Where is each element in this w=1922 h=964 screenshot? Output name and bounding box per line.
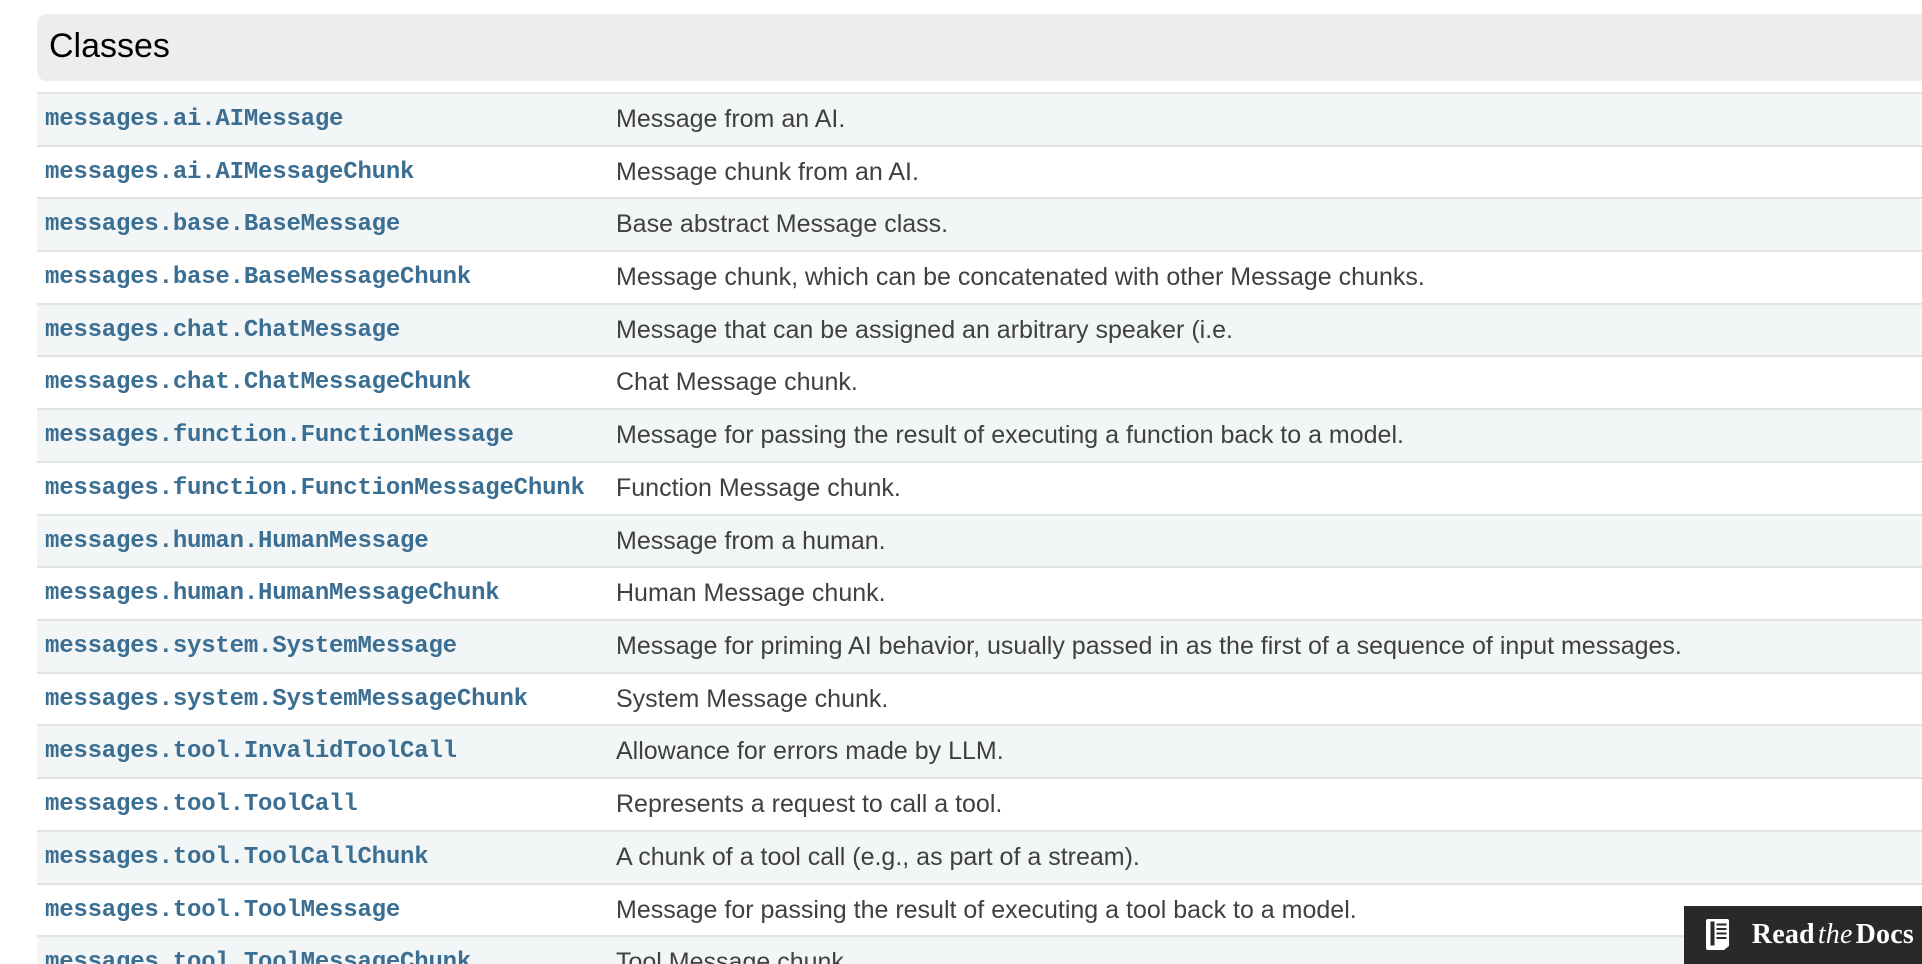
rtd-word-docs: Docs [1855, 919, 1914, 950]
table-row: messages.tool.ToolCall Represents a reque… [37, 778, 1922, 831]
table-cell-class-name: messages.function.FunctionMessageChunk [37, 462, 608, 515]
class-reference-link[interactable]: messages.base.BaseMessage [45, 211, 401, 239]
table-cell-description: Message for priming AI behavior, usually… [608, 620, 1922, 673]
table-cell-description: Message chunk, which can be concatenated… [608, 251, 1922, 304]
table-row: messages.chat.ChatMessage Message that ca… [37, 303, 1922, 357]
table-cell-description: Base abstract Message class. [608, 198, 1922, 251]
table-cell-description: Allowance for errors made by LLM. [608, 725, 1922, 778]
table-cell-description: Message for passing the result of execut… [608, 884, 1922, 937]
class-description-text: Tool Message chunk. [616, 948, 851, 964]
class-description-text: Allowance for errors made by LLM. [616, 737, 1004, 766]
table-row: messages.base.BaseMessage Base abstract M… [37, 198, 1922, 251]
rtd-word-the: the [1817, 919, 1853, 950]
table-row: messages.function.FunctionMessageChunk Fu… [37, 461, 1922, 515]
class-description-text: Message for passing the result of execut… [616, 895, 1357, 924]
table-cell-class-name: messages.tool.ToolCall [37, 778, 608, 831]
class-reference-link[interactable]: messages.chat.ChatMessage [45, 316, 401, 344]
table-cell-class-name: messages.tool.InvalidToolCall [37, 725, 608, 778]
table-cell-description: Message that can be assigned an arbitrar… [608, 304, 1922, 357]
page-title: Classes [37, 14, 1922, 81]
class-reference-link[interactable]: messages.base.BaseMessageChunk [45, 263, 472, 291]
table-row: messages.chat.ChatMessageChunk Chat Messa… [37, 356, 1922, 410]
class-reference-link[interactable]: messages.system.SystemMessageChunk [45, 685, 528, 713]
table-cell-class-name: messages.tool.ToolMessageChunk [37, 936, 608, 964]
book-icon [1705, 918, 1736, 952]
table-cell-class-name: messages.tool.ToolMessage [37, 884, 608, 937]
table-cell-description: Function Message chunk. [608, 462, 1922, 515]
table-cell-description: System Message chunk. [608, 673, 1922, 726]
class-reference-link[interactable]: messages.tool.ToolMessage [45, 896, 401, 924]
class-reference-link[interactable]: messages.system.SystemMessage [45, 632, 457, 660]
table-cell-class-name: messages.ai.AIMessage [37, 93, 608, 146]
table-cell-class-name: messages.chat.ChatMessage [37, 304, 608, 357]
class-description-text: Message for priming AI behavior, usually… [616, 631, 1682, 660]
table-row: messages.tool.ToolMessage Message for pas… [37, 883, 1922, 937]
table-cell-class-name: messages.ai.AIMessageChunk [37, 146, 608, 199]
table-cell-class-name: messages.human.HumanMessage [37, 515, 608, 568]
class-reference-link[interactable]: messages.human.HumanMessageChunk [45, 580, 500, 608]
class-description-text: Message that can be assigned an arbitrar… [616, 315, 1234, 344]
table-cell-description: Message from an AI. [608, 93, 1922, 146]
class-description-text: Function Message chunk. [616, 473, 901, 502]
class-reference-link[interactable]: messages.function.FunctionMessageChunk [45, 474, 585, 502]
table-row: messages.tool.InvalidToolCall Allowance f… [37, 725, 1922, 779]
table-row: messages.tool.ToolMessageChunk Tool Messa… [37, 936, 1922, 964]
table-cell-description: A chunk of a tool call (e.g., as part of… [608, 831, 1922, 884]
table-cell-class-name: messages.chat.ChatMessageChunk [37, 356, 608, 409]
table-cell-description: Message chunk from an AI. [608, 146, 1922, 199]
table-row: messages.human.HumanMessageChunk Human Me… [37, 567, 1922, 620]
class-reference-link[interactable]: messages.function.FunctionMessage [45, 422, 514, 450]
table-cell-class-name: messages.base.BaseMessageChunk [37, 251, 608, 304]
table-cell-class-name: messages.system.SystemMessageChunk [37, 673, 608, 726]
class-description-text: Message for passing the result of execut… [616, 421, 1404, 450]
table-row: messages.ai.AIMessage Message from an AI. [37, 92, 1922, 146]
table-row: messages.system.SystemMessage Message for… [37, 619, 1922, 673]
rtd-word-read: Read [1751, 919, 1815, 950]
table-row: messages.tool.ToolCallChunk A chunk of a … [37, 830, 1922, 884]
table-cell-class-name: messages.human.HumanMessageChunk [37, 567, 608, 620]
class-description-text: Base abstract Message class. [616, 210, 949, 239]
class-reference-link[interactable]: messages.ai.AIMessageChunk [45, 158, 415, 186]
table-row: messages.function.FunctionMessage Message… [37, 409, 1922, 462]
table-row: messages.base.BaseMessageChunk Message ch… [37, 250, 1922, 304]
class-reference-link[interactable]: messages.tool.ToolCallChunk [45, 843, 429, 871]
table-cell-description: Represents a request to call a tool. [608, 778, 1922, 831]
class-description-text: A chunk of a tool call (e.g., as part of… [616, 842, 1140, 871]
class-reference-link[interactable]: messages.tool.ToolMessageChunk [45, 949, 472, 964]
class-reference-link[interactable]: messages.chat.ChatMessageChunk [45, 369, 472, 397]
class-description-text: Message from an AI. [616, 104, 846, 133]
table-cell-description: Tool Message chunk. [608, 936, 1922, 964]
table-row: messages.system.SystemMessageChunk System… [37, 672, 1922, 726]
table-row: messages.ai.AIMessageChunk Message chunk … [37, 145, 1922, 199]
table-cell-class-name: messages.tool.ToolCallChunk [37, 831, 608, 884]
class-reference-link[interactable]: messages.tool.InvalidToolCall [45, 738, 457, 766]
class-description-text: Message from a human. [616, 526, 886, 555]
class-description-text: Human Message chunk. [616, 579, 886, 608]
table-cell-class-name: messages.base.BaseMessage [37, 198, 608, 251]
class-reference-link[interactable]: messages.tool.ToolCall [45, 791, 358, 819]
table-row: messages.human.HumanMessage Message from … [37, 514, 1922, 568]
class-description-text: Message chunk, which can be concatenated… [616, 262, 1425, 291]
table-cell-description: Message from a human. [608, 515, 1922, 568]
table-cell-description: Chat Message chunk. [608, 356, 1922, 409]
table-cell-class-name: messages.system.SystemMessage [37, 620, 608, 673]
class-reference-link[interactable]: messages.human.HumanMessage [45, 527, 429, 555]
class-description-text: Represents a request to call a tool. [616, 790, 1003, 819]
class-description-text: Message chunk from an AI. [616, 157, 919, 186]
class-description-text: Chat Message chunk. [616, 368, 858, 397]
table-cell-description: Human Message chunk. [608, 567, 1922, 620]
classes-table-body: messages.ai.AIMessage Message from an AI.… [37, 92, 1922, 964]
class-reference-link[interactable]: messages.ai.AIMessage [45, 105, 344, 133]
class-description-text: System Message chunk. [616, 684, 889, 713]
table-cell-class-name: messages.function.FunctionMessage [37, 409, 608, 462]
table-cell-description: Message for passing the result of execut… [608, 409, 1922, 462]
